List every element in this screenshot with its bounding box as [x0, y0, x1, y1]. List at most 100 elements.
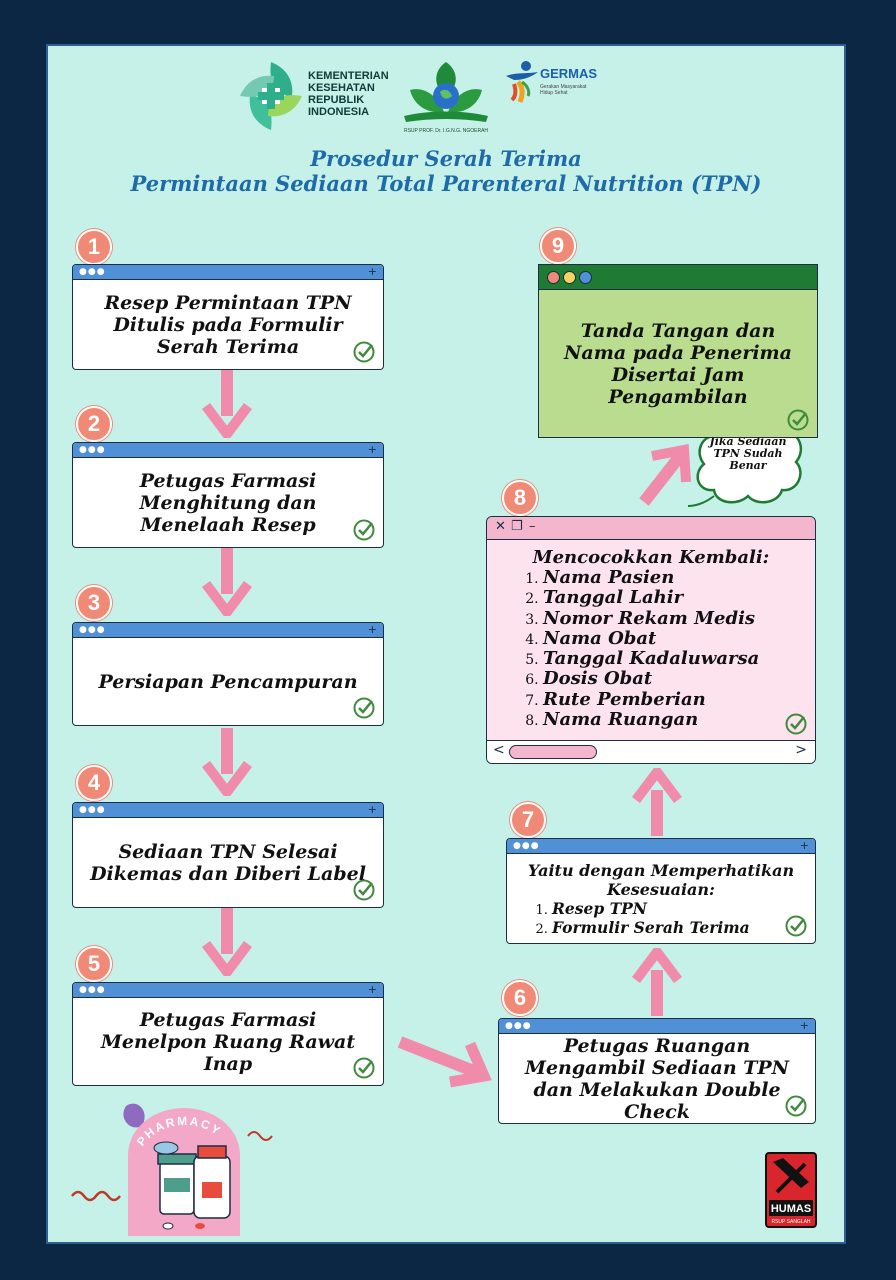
step-5-text: Petugas Farmasi Menelpon Ruang Rawat Ina… — [100, 1008, 356, 1075]
window-titlebar: ●●●+ — [73, 623, 383, 638]
window-dot-icon — [547, 271, 560, 284]
hospital-caption: RSUP PROF. Dr. I.G.N.G. NGOERAH — [403, 128, 489, 134]
list-item: Nama Ruangan — [543, 709, 815, 730]
step-9-window: Tanda Tangan dan Nama pada Penerima Dise… — [538, 264, 818, 438]
step-4-window: ●●● + Sediaan TPN Selesai Dikemas dan Dib… — [72, 802, 384, 908]
list-item: Resep TPN — [552, 899, 792, 918]
plus-icon: + — [367, 265, 377, 278]
pharmacy-arc-text: PHARMACY — [134, 1114, 224, 1149]
plus-icon: + — [367, 803, 377, 816]
step-2-window: ●●●+ Petugas Farmasi Menghitung dan Mene… — [72, 442, 384, 548]
step-2-number: 2 — [76, 406, 112, 442]
step-1-window: ●●● + Resep Permintaan TPN Ditulis pada F… — [72, 264, 384, 370]
step-6-number: 6 — [502, 980, 538, 1016]
kemenkes-logo: KEMENTERIAN KESEHATAN REPUBLIK INDONESIA — [236, 58, 406, 138]
window-dots-icon: ●●● — [79, 985, 106, 995]
scrollbar-thumb[interactable] — [509, 745, 597, 759]
step-3-window: ●●●+ Persiapan Pencampuran — [72, 622, 384, 726]
window-dot-icon — [563, 271, 576, 284]
list-item: Nama Obat — [543, 628, 815, 649]
step-1-number: 1 — [76, 229, 112, 265]
arrow-up-icon — [632, 948, 682, 1016]
restore-icon: ❐ — [511, 519, 523, 534]
check-icon — [353, 519, 375, 541]
list-item: Dosis Obat — [543, 669, 815, 690]
check-icon — [353, 879, 375, 901]
list-item: Formulir Serah Terima — [552, 918, 792, 937]
page-title: Prosedur Serah Terima Permintaan Sediaan… — [48, 146, 844, 196]
window-titlebar: ●●● + — [499, 1019, 815, 1034]
step-7-content: Yaitu dengan Memperhatikan Kesesuaian: R… — [507, 854, 815, 943]
list-item: Nomor Rekam Medis — [543, 608, 815, 629]
window-dots-icon: ●●● — [79, 805, 106, 815]
pharmacy-illustration: PHARMACY — [68, 1096, 288, 1236]
window-titlebar: ✕ ❐ – — [487, 517, 815, 540]
arrow-up-icon — [632, 768, 682, 836]
arrow-right-down-icon — [398, 1036, 492, 1088]
step-5-window: ●●● + Petugas Farmasi Menelpon Ruang Rawa… — [72, 982, 384, 1086]
step-6-text: Petugas Ruangan Mengambil Sediaan TPN da… — [524, 1034, 790, 1123]
germas-logo: GERMAS Gerakan Masyarakat Hidup Sehat — [504, 60, 614, 120]
hospital-logo: RSUP PROF. Dr. I.G.N.G. NGOERAH — [400, 56, 492, 138]
window-titlebar: ●●● + — [73, 265, 383, 280]
window-titlebar: ●●● + — [73, 983, 383, 998]
arrow-up-right-icon — [639, 444, 691, 506]
step-4-number: 4 — [76, 765, 112, 801]
plus-icon: + — [367, 983, 377, 996]
step-7-list: Resep TPN Formulir Serah Terima — [530, 899, 792, 937]
germas-subtitle: Gerakan Masyarakat Hidup Sehat — [540, 84, 587, 96]
check-icon — [785, 713, 807, 735]
list-item: Rute Pemberian — [543, 689, 815, 710]
step-8-content: Mencocokkan Kembali: Nama Pasien Tanggal… — [487, 547, 815, 730]
scroll-right-icon[interactable]: > — [795, 742, 807, 758]
step-8-list: Nama Pasien Tanggal Lahir Nomor Rekam Me… — [487, 567, 815, 730]
window-titlebar: ●●● + — [73, 803, 383, 818]
list-item: Tanggal Kadaluwarsa — [543, 648, 815, 669]
kemenkes-leaf-icon — [240, 62, 302, 130]
germas-figure-icon — [506, 61, 538, 103]
window-titlebar: ●●●+ — [507, 839, 815, 854]
plus-icon: + — [799, 839, 809, 852]
step-8-window: ✕ ❐ – Mencocokkan Kembali: Nama Pasien T… — [486, 516, 816, 764]
step-5-number: 5 — [76, 946, 112, 982]
check-icon — [353, 697, 375, 719]
window-titlebar: ●●●+ — [73, 443, 383, 458]
scrollbar[interactable]: < > — [487, 740, 815, 763]
germas-name: GERMAS — [540, 66, 598, 81]
step-7-text: Yaitu dengan Memperhatikan Kesesuaian: — [527, 860, 795, 899]
minimize-icon: – — [529, 519, 536, 534]
pharmacy-label: PHARMACY — [134, 1114, 222, 1149]
check-icon — [787, 409, 809, 431]
arrow-down-icon — [202, 908, 252, 976]
arrow-down-icon — [202, 728, 252, 796]
list-item: Nama Pasien — [543, 567, 815, 588]
window-dots-icon: ●●● — [79, 267, 106, 277]
step-6-window: ●●● + Petugas Ruangan Mengambil Sediaan T… — [498, 1018, 816, 1124]
plus-icon: + — [367, 623, 377, 636]
scroll-left-icon[interactable]: < — [493, 742, 505, 758]
step-3-number: 3 — [76, 585, 112, 621]
svg-text:PHARMACY: PHARMACY — [134, 1114, 224, 1149]
step-7-window: ●●●+ Yaitu dengan Memperhatikan Kesesuai… — [506, 838, 816, 944]
check-icon — [785, 915, 807, 937]
window-dots-icon: ●●● — [505, 1021, 532, 1031]
title-line-2: Permintaan Sediaan Total Parenteral Nutr… — [130, 171, 762, 196]
humas-sub: RSUP SANGLAH — [771, 1219, 810, 1225]
check-icon — [353, 1057, 375, 1079]
pharmacy-bottles-icon — [71, 1103, 273, 1236]
kemenkes-line: KEMENTERIAN — [308, 70, 389, 82]
step-8-number: 8 — [502, 480, 538, 516]
cloud-note-text: Jika Sediaan TPN Sudah Benar — [709, 435, 787, 472]
check-icon — [785, 1095, 807, 1117]
title-line-1: Prosedur Serah Terima — [310, 146, 582, 171]
humas-logo: HUMAS RSUP SANGLAH — [765, 1152, 817, 1228]
plus-icon: + — [799, 1019, 809, 1032]
list-item: Tanggal Lahir — [543, 587, 815, 608]
step-9-number: 9 — [540, 228, 576, 264]
step-3-text: Persiapan Pencampuran — [98, 670, 358, 693]
step-8-text: Mencocokkan Kembali: — [532, 547, 770, 568]
step-4-text: Sediaan TPN Selesai Dikemas dan Diberi L… — [90, 840, 366, 885]
step-1-text: Resep Permintaan TPN Ditulis pada Formul… — [104, 291, 352, 358]
check-icon — [353, 341, 375, 363]
step-2-text: Petugas Farmasi Menghitung dan Menelaah … — [139, 469, 317, 536]
